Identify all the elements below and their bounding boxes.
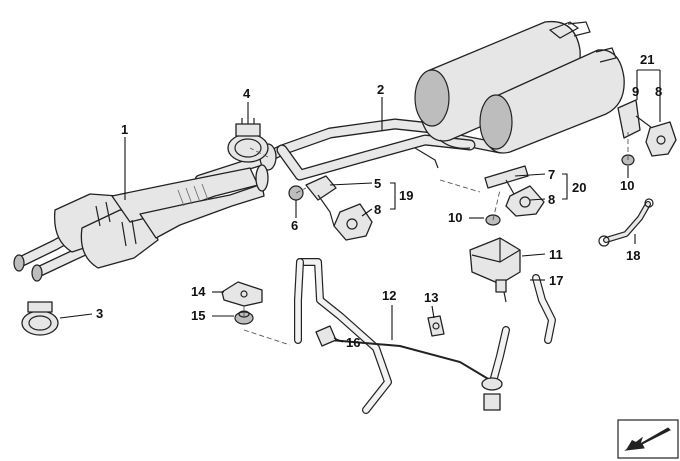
part-1-front-pipe-catalytic-converter[interactable] — [13, 164, 269, 282]
callout-15: 15 — [191, 308, 205, 323]
leader-lines — [59, 69, 661, 343]
callout-19: 19 — [399, 188, 413, 203]
callout-10: 10 — [448, 210, 462, 225]
hanger-assembly-far-right[interactable] — [617, 99, 677, 166]
part-12-vacuum-line[interactable] — [294, 258, 510, 414]
dashed-assembly-lines — [243, 132, 629, 346]
callout-labels: 1 2 3 4 5 6 8 19 7 8 20 10 21 9 8 10 11 … — [96, 52, 662, 350]
callout-20: 20 — [572, 180, 586, 195]
part-11-vacuum-actuator[interactable] — [469, 237, 521, 303]
part-17-vacuum-hose[interactable] — [532, 274, 556, 344]
callout-8: 8 — [548, 192, 555, 207]
part-4-clamp[interactable] — [227, 118, 269, 163]
part-13-clip[interactable] — [427, 315, 445, 337]
callout-3: 3 — [96, 306, 103, 321]
part-14-bracket[interactable] — [221, 281, 263, 307]
callout-10: 10 — [620, 178, 634, 193]
callout-6: 6 — [291, 218, 298, 233]
callout-8: 8 — [655, 84, 662, 99]
hanger-assembly-right[interactable] — [414, 147, 545, 226]
callout-2: 2 — [377, 82, 384, 97]
callout-11: 11 — [549, 247, 563, 262]
part-3-clamp[interactable] — [21, 301, 59, 336]
callout-21: 21 — [640, 52, 654, 67]
callout-7: 7 — [548, 167, 555, 182]
callout-16: 16 — [346, 335, 360, 350]
callout-9: 9 — [632, 84, 639, 99]
callout-8: 8 — [374, 202, 381, 217]
callout-13: 13 — [424, 290, 438, 305]
callout-17: 17 — [549, 273, 563, 288]
callout-1: 1 — [121, 122, 128, 137]
callout-14: 14 — [191, 284, 206, 299]
rear-silencer[interactable] — [414, 20, 625, 154]
part-16-clip[interactable] — [315, 325, 337, 347]
callout-4: 4 — [243, 86, 251, 101]
hanger-assembly-center[interactable] — [288, 175, 373, 241]
direction-arrow-box — [617, 419, 679, 459]
callout-12: 12 — [382, 288, 396, 303]
callout-5: 5 — [374, 176, 381, 191]
callout-18: 18 — [626, 248, 640, 263]
part-18-ground-strap[interactable] — [598, 198, 654, 247]
